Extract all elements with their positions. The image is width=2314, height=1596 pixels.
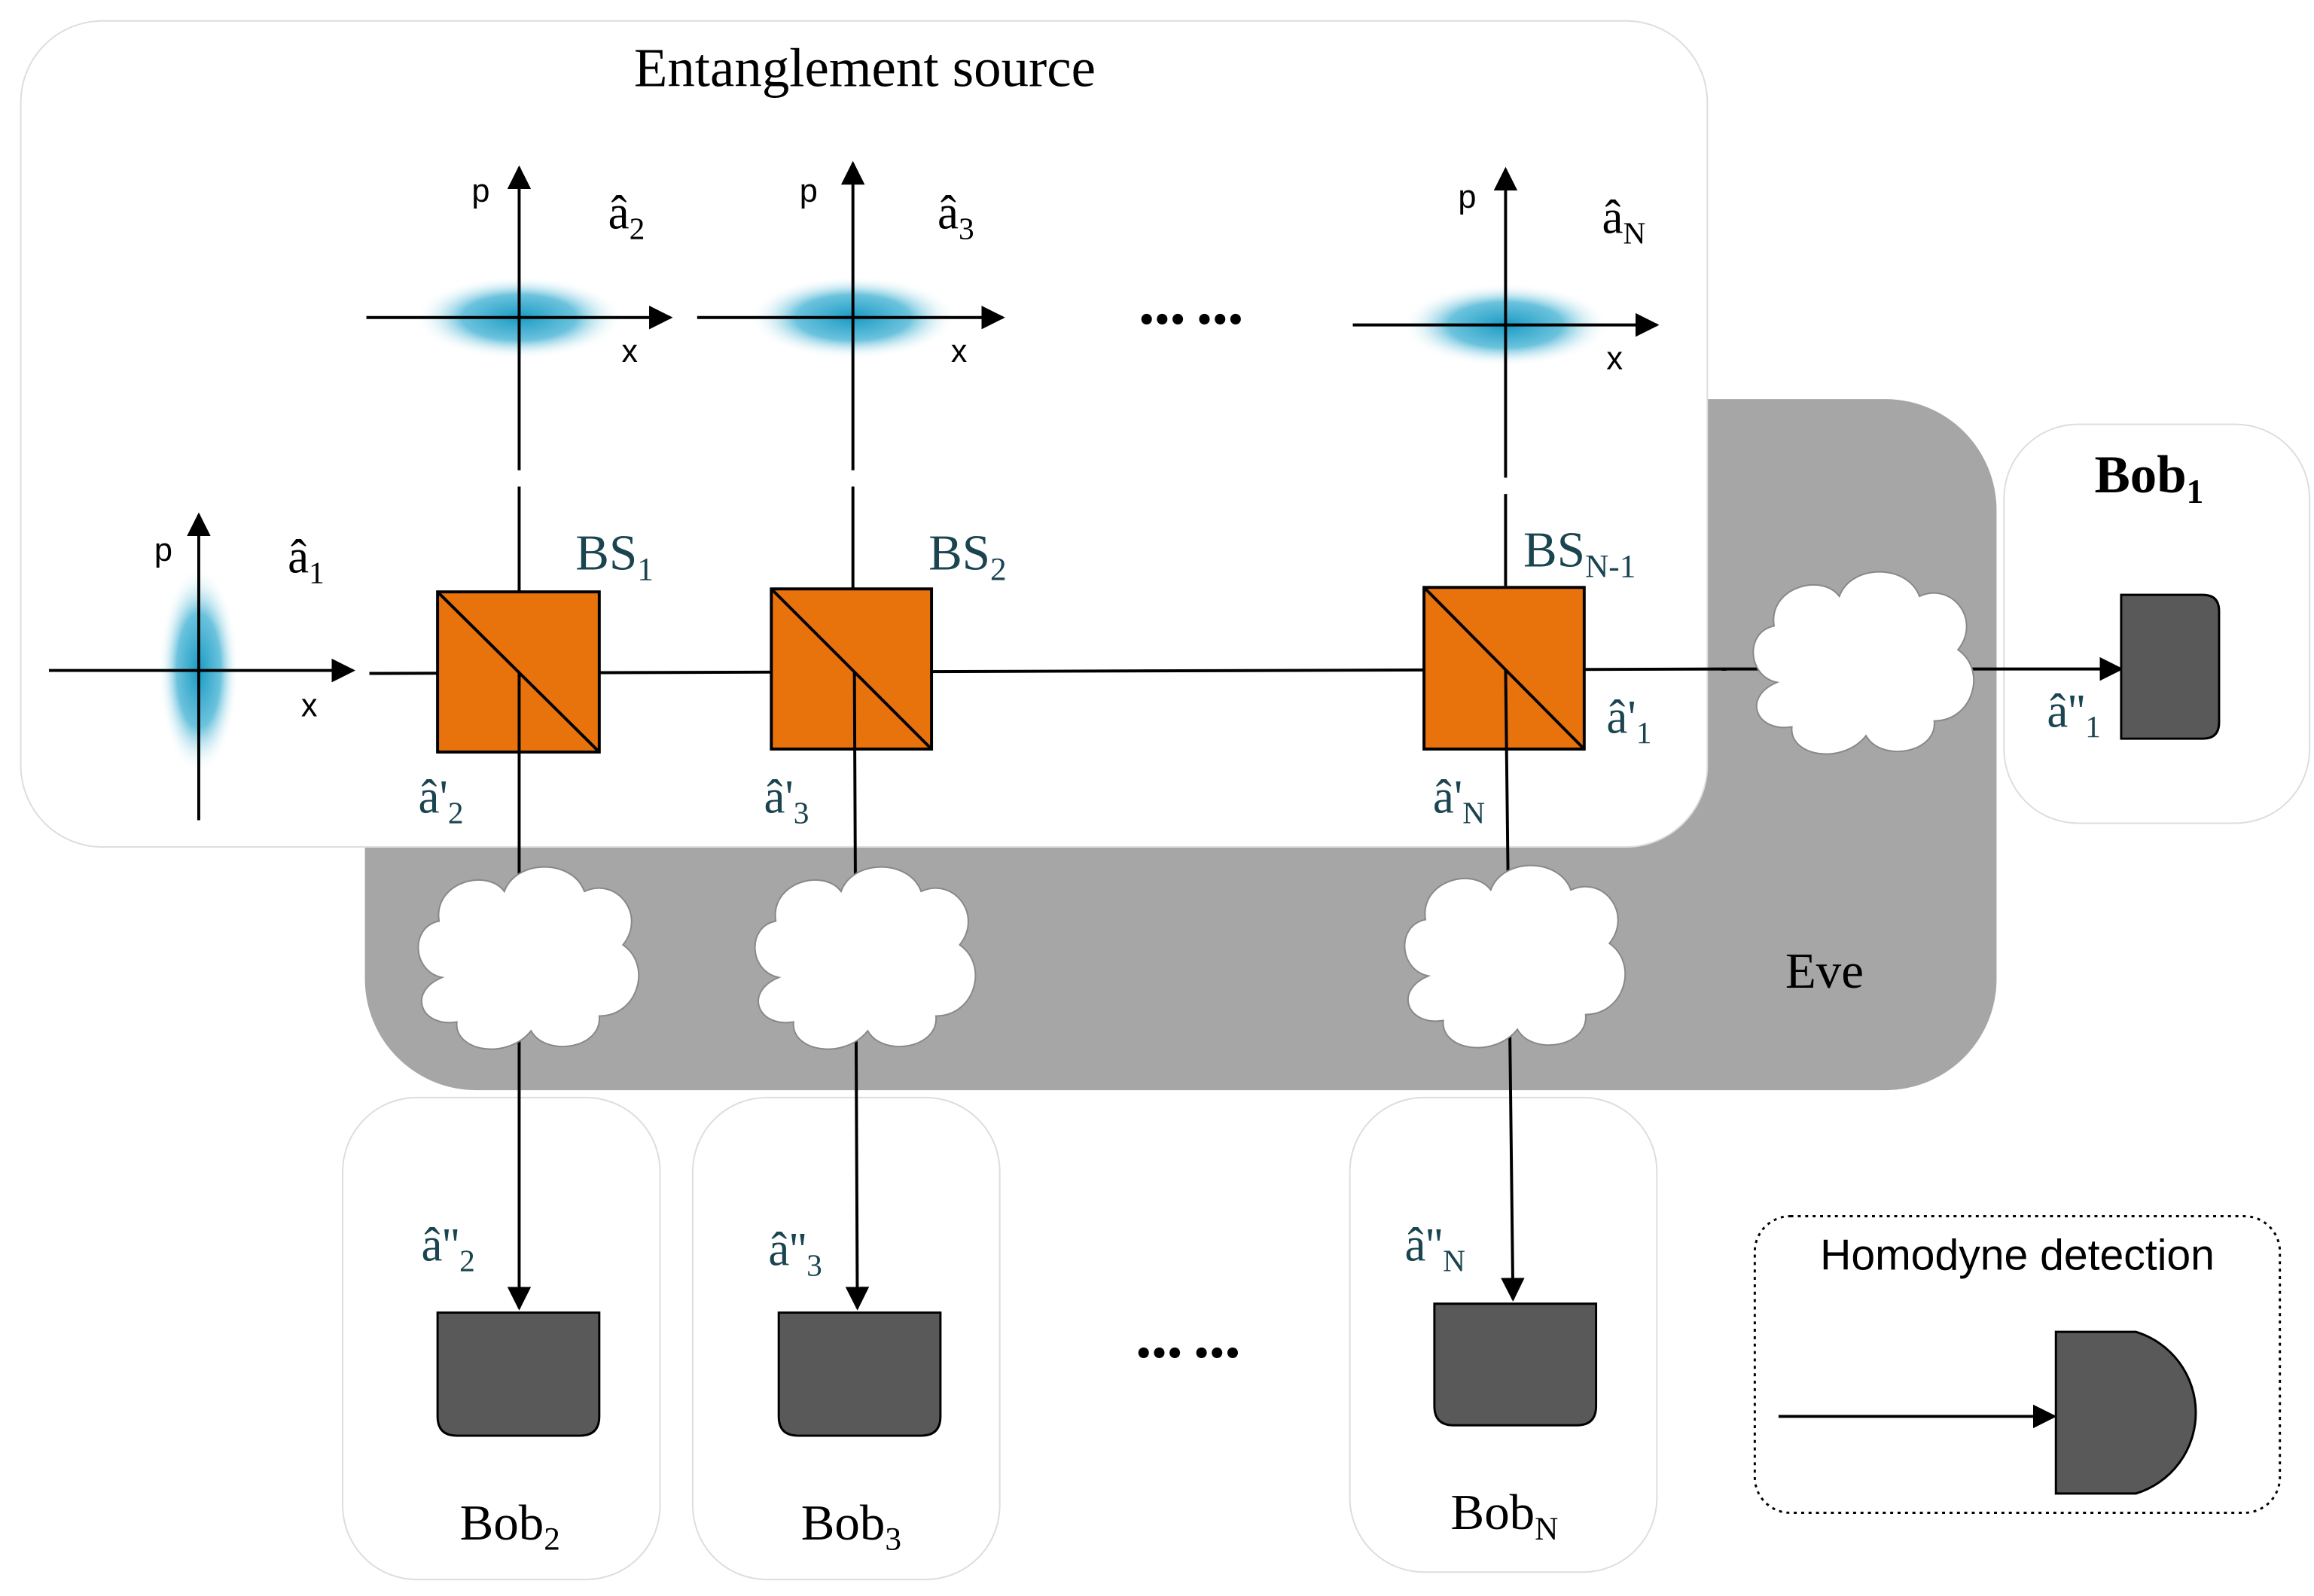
bobN-label: BobN [1451,1485,1559,1547]
beam-splitter-bs2 [770,587,934,751]
bob3-detector-icon [777,1311,942,1437]
phase-space-a1 [49,512,355,821]
bsN1-label: BSN-1 [1523,522,1636,585]
phase-space-a3 [697,160,1005,471]
bobN-detector-icon [1433,1302,1598,1427]
ellipsis-bottom: ••• ••• [1136,1327,1240,1377]
bob2-label: Bob2 [460,1495,560,1558]
homodyne-legend-detector-icon [2054,1330,2197,1495]
mode-label-a2: â2 [608,187,645,246]
phase-space-aN [1352,166,1660,478]
mode-label-a-dprime-1: â''1 [2047,684,2100,744]
mode-label-a-prime-3: â'3 [764,771,809,830]
axis-p-label-a2: p [471,173,489,209]
axis-x-label-a1: x [301,688,318,724]
mode-label-a-dprime-3: â''3 [768,1223,822,1283]
mode-label-a-dprime-2: â''2 [421,1219,474,1278]
bob3-label: Bob3 [801,1495,901,1558]
mode-label-a1: â1 [288,531,325,590]
beam-splitter-bsN1 [1422,586,1586,751]
bs2-label: BS2 [928,525,1007,588]
ellipsis-top: ••• ••• [1139,294,1243,343]
axis-p-label-a1: p [154,532,172,568]
axis-p-label-a3: p [800,173,818,209]
mode-label-a-prime-N: â'N [1433,771,1485,830]
mode-label-aN: âN [1602,190,1645,250]
eve-label: Eve [1785,943,1864,999]
axis-x-label-aN: x [1606,341,1623,377]
mode-label-a-prime-2: â'2 [419,771,464,830]
mode-label-a3: â3 [937,187,974,246]
axis-x-label-a3: x [951,334,968,370]
mode-label-a-prime-1: â'1 [1606,690,1651,750]
bob1-label: Bob1 [2094,446,2203,510]
mode-label-a-dprime-N: â''N [1404,1219,1465,1278]
bs1-label: BS1 [575,525,654,588]
bob1-detector-icon [2120,593,2221,740]
phase-space-a2 [366,165,673,471]
homodyne-legend-title: Homodyne detection [1820,1231,2215,1279]
entanglement-source-title: Entanglement source [634,37,1096,98]
bob2-detector-icon [436,1311,601,1437]
axis-x-label-a2: x [621,334,638,370]
axis-p-label-aN: p [1458,179,1476,215]
